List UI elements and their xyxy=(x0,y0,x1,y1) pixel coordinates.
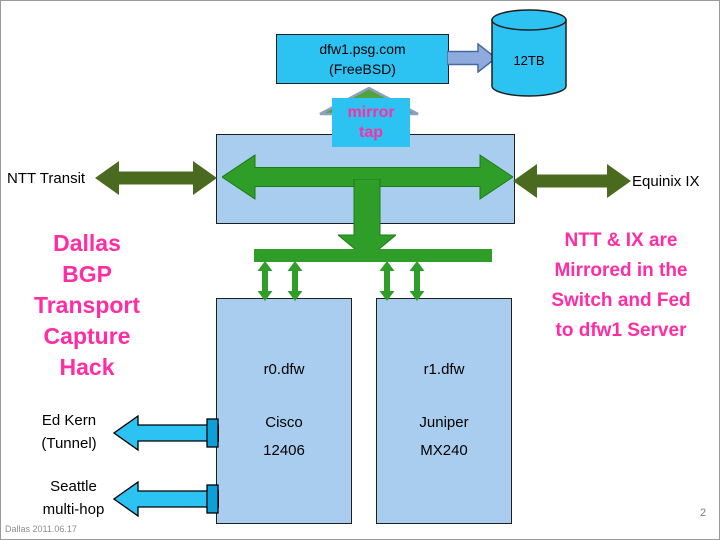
page-number: 2 xyxy=(700,507,707,519)
mirror-note: NTT & IX are Mirrored in the Switch and … xyxy=(523,226,719,346)
slide-title: Dallas BGP Transport Capture Hack xyxy=(1,228,173,383)
port-arrow-icon xyxy=(257,261,273,301)
note-line: Switch and Fed xyxy=(551,290,691,311)
switch-downlink-arrow-icon xyxy=(338,179,396,259)
mirror-tap-label-line2: tap xyxy=(359,123,383,141)
server-to-storage-arrow-icon xyxy=(447,43,497,73)
label-ed-kern-line1: Ed Kern xyxy=(41,412,97,429)
port-arrow-icon xyxy=(287,261,303,301)
storage-cylinder: 12TB xyxy=(490,9,568,101)
router-r1-vendor: Juniper xyxy=(419,414,469,431)
cylinder-icon xyxy=(491,9,567,97)
distribution-bar xyxy=(254,249,492,262)
port-arrow-icon xyxy=(409,261,425,301)
router-r0-model: 12406 xyxy=(263,442,305,459)
ntt-link-arrow-icon xyxy=(95,161,217,195)
switch-bus-arrow-icon xyxy=(222,154,513,200)
router-r1-box: r1.dfw Juniper MX240 xyxy=(376,298,512,524)
title-line: Dallas xyxy=(53,230,121,256)
note-line: NTT & IX are xyxy=(564,230,678,251)
tunnel-arrow-ed-kern-icon xyxy=(113,415,219,451)
router-r0-vendor: Cisco xyxy=(265,414,303,431)
equinix-link-arrow-icon xyxy=(513,164,631,198)
label-equinix-ix: Equinix IX xyxy=(632,173,700,190)
server-box: dfw1.psg.com (FreeBSD) xyxy=(276,34,449,84)
mirror-tap-label-line1: mirror xyxy=(347,103,395,121)
footer-date: Dallas 2011.06.17 xyxy=(5,524,77,534)
label-seattle: Seattle multi-hop xyxy=(21,475,126,521)
title-line: Capture xyxy=(43,323,131,349)
label-ntt-transit: NTT Transit xyxy=(7,170,86,187)
router-r1-model: MX240 xyxy=(420,442,468,459)
tunnel-arrow-seattle-icon xyxy=(113,481,219,517)
label-seattle-line2: multi-hop xyxy=(42,501,105,518)
note-line: Mirrored in the xyxy=(554,260,688,281)
storage-label: 12TB xyxy=(513,53,545,68)
note-line: to dfw1 Server xyxy=(555,320,687,341)
router-r1-name: r1.dfw xyxy=(423,361,465,378)
router-r0-name: r0.dfw xyxy=(263,361,305,378)
title-line: Hack xyxy=(59,354,115,380)
router-r0-box: r0.dfw Cisco 12406 xyxy=(216,298,352,524)
label-ed-kern: Ed Kern (Tunnel) xyxy=(19,409,119,455)
server-label-line1: dfw1.psg.com xyxy=(319,41,406,57)
label-ed-kern-line2: (Tunnel) xyxy=(41,435,97,452)
title-line: BGP xyxy=(62,261,112,287)
server-label-line2: (FreeBSD) xyxy=(329,61,396,77)
label-seattle-line1: Seattle xyxy=(50,478,97,495)
title-line: Transport xyxy=(33,292,141,318)
port-arrow-icon xyxy=(379,261,395,301)
mirror-tap-box: mirror tap xyxy=(332,98,410,147)
